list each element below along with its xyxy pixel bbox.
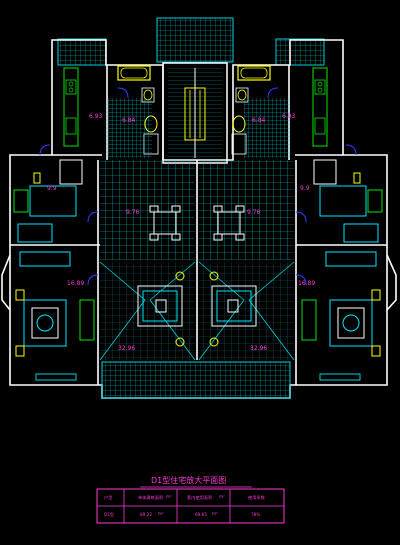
bedroom2-left [13,159,83,243]
area-bath-left: 6.84 [122,117,136,124]
sofa-set-right [209,271,257,347]
area-bedroom2-right: 9.9 [300,185,310,192]
stair-tower [156,17,234,164]
kitchen-right [312,67,328,147]
header-building-area-unit: m² [166,494,172,499]
area-dining-right: 9.76 [247,209,261,216]
area-living-left: 32.96 [118,345,135,352]
dining-table-right [213,205,245,241]
dining-tile-floor [100,98,294,260]
header-unit-type: 户型 [104,494,112,501]
sofa-set-left [137,271,185,347]
bedroom2-right [313,159,383,243]
area-master-right: 16.89 [298,280,315,287]
area-dining-left: 9.76 [126,209,140,216]
area-kitchen-right: 6.93 [282,113,296,120]
area-table: 户型 单体建筑面积 m² 套内使用面积 m² 使用系数 D1型 89.22 m²… [96,488,285,524]
cell-usage-ratio: 78% [251,512,260,517]
exterior-walls [1,39,397,399]
dining-table-left [149,205,181,241]
master-bedroom-right [301,251,381,357]
cell-building-area-unit: m² [158,511,164,516]
cell-usable-area-unit: m² [212,511,218,516]
area-kitchen-left: 6.93 [89,113,103,120]
header-usable-area-unit: m² [219,494,225,499]
bathroom-right [231,65,271,155]
area-living-right: 32.96 [250,345,267,352]
cell-unit-type: D1型 [104,511,114,517]
master-bedroom-left [15,251,95,357]
drawing-title: D1型住宅放大平面图 [151,475,226,485]
cell-building-area: 89.22 [140,512,152,517]
area-bedroom2-left: 9.9 [47,185,57,192]
cell-usable-area: 69.65 [195,512,207,517]
bottom-balcony [35,361,361,399]
area-bath-right: 6.84 [252,117,266,124]
header-usable-area: 套内使用面积 [187,494,212,501]
kitchen-left [63,67,79,147]
header-usage-ratio: 使用系数 [248,494,266,501]
header-building-area: 单体建筑面积 [138,494,163,501]
door-swings [39,87,357,286]
area-master-left: 16.89 [67,280,84,287]
